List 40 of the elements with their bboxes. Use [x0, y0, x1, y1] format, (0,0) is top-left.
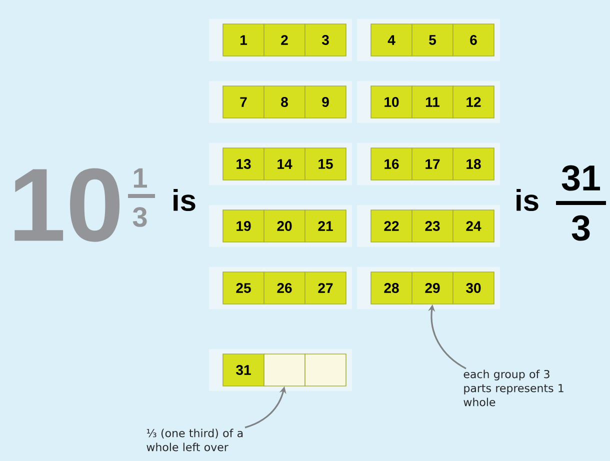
numbered-cell: 8	[264, 86, 306, 118]
numbered-cell: 17	[412, 148, 454, 180]
numbered-cell: 23	[412, 210, 454, 242]
numbered-cell: 10	[370, 86, 412, 118]
numbered-cell: 1	[222, 24, 264, 56]
numbered-cell: 18	[452, 148, 494, 180]
numbered-cell: 5	[412, 24, 454, 56]
numbered-cell: 19	[222, 210, 264, 242]
annotation-text: ⅓ (one third) of a whole left over	[146, 428, 243, 452]
fraction-numerator: 1	[134, 168, 147, 188]
numbered-cell: 29	[412, 272, 454, 304]
numbered-cell: 30	[452, 272, 494, 304]
numbered-cell: 16	[370, 148, 412, 180]
numbered-cell: 28	[370, 272, 412, 304]
numbered-cell: 12	[452, 86, 494, 118]
numbered-cell: 2	[264, 24, 306, 56]
is-text: is	[174, 189, 196, 212]
numbered-cell: 31	[222, 354, 264, 386]
numbered-cell: 21	[304, 210, 346, 242]
numbered-cell: 3	[304, 24, 346, 56]
numbered-cell: 6	[452, 24, 494, 56]
numbered-cell: 27	[304, 272, 346, 304]
numbered-cell: 11	[412, 86, 454, 118]
fraction-denominator: 3	[572, 215, 590, 241]
numbered-cell: 20	[264, 210, 306, 242]
fraction-numerator: 31	[562, 165, 600, 191]
numbered-cell: 25	[222, 272, 264, 304]
numbered-cell: 7	[222, 86, 264, 118]
fraction-denominator: 3	[132, 207, 147, 227]
numbered-cell: 22	[370, 210, 412, 242]
numbered-cell: 9	[304, 86, 346, 118]
numbered-cell: 24	[452, 210, 494, 242]
annotation-text: each group of 3 parts represents 1 whole	[464, 370, 564, 406]
numbered-cell: 4	[370, 24, 412, 56]
whole-number: 10	[14, 168, 120, 242]
numbered-cell: 14	[264, 148, 306, 180]
numbered-cell: 26	[264, 272, 306, 304]
numbered-cell: 13	[222, 148, 264, 180]
numbered-cell: 15	[304, 148, 346, 180]
is-text: is	[516, 189, 538, 212]
